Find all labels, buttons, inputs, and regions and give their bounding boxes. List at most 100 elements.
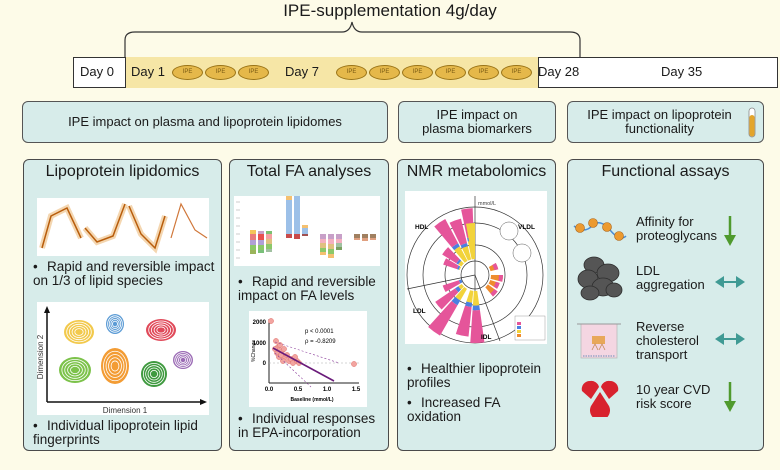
nmr-wedge: [455, 286, 461, 293]
transwell-icon: [577, 323, 621, 359]
ci-lower-line: [274, 352, 312, 388]
fingerprint-icon: [64, 320, 94, 344]
ytick: 0: [263, 361, 267, 367]
nmr-wedge: [472, 305, 480, 311]
fingerprint-icon: [59, 357, 91, 383]
nmr-wedge: [455, 305, 472, 337]
fa-bar-segment: [266, 244, 272, 249]
fa-bar-segment: [336, 234, 342, 239]
fa-bar-segment: [336, 243, 342, 247]
fa-bar-segment: [302, 234, 308, 236]
ci-upper-line: [274, 341, 340, 364]
ipe-capsule-icon: IPE: [172, 65, 203, 80]
ipe-capsule-icon: IPE: [468, 65, 499, 80]
ipe-capsule-icon: IPE: [336, 65, 367, 80]
nmr-wedge: [442, 280, 461, 292]
hdl-label: HDL: [415, 224, 428, 231]
assay-label: LDL aggregation: [636, 263, 705, 292]
bullet-nmr-2: •Increased FA oxidation: [407, 395, 500, 424]
arrow-bidirectional-icon: [715, 333, 745, 345]
section-functionality: IPE impact on lipoprotein functionality: [567, 101, 764, 143]
fa-bar-segment: [362, 234, 368, 238]
nmr-wedge: [465, 223, 475, 260]
test-tube-icon: [748, 107, 756, 138]
fa-bar-segment: [336, 239, 342, 243]
proteoglycan-icon: [573, 218, 627, 241]
ytick: 1000: [253, 341, 267, 347]
fa-bar-segment: [286, 234, 292, 238]
dimension-2-label: Dimension 2: [37, 334, 45, 379]
xtick: 1.0: [323, 387, 332, 393]
arrow-down-icon: [724, 216, 736, 246]
fa-bar-segment: [294, 196, 300, 234]
nmr-wedge: [454, 246, 468, 263]
bullet-fa-1: •Rapid and reversible impact on FA level…: [238, 274, 376, 303]
assay-label: Affinity for proteoglycans: [636, 214, 717, 243]
fa-bar-segment: [328, 234, 334, 239]
ipe-capsule-icon: IPE: [435, 65, 466, 80]
nmr-wedge: [490, 289, 498, 297]
epa-scatter-plot: 0 1000 2000 0.0 0.5 1.0 1.5 Baseline (mm…: [249, 311, 367, 407]
ipe-capsule-icon: IPE: [205, 65, 236, 80]
idl-label: IDL: [481, 334, 492, 341]
xtick: 1.5: [352, 387, 361, 393]
fingerprint-icon: [146, 319, 176, 341]
ipe-capsule-icon: IPE: [238, 65, 269, 80]
bullet-lipidomics-2: •Individual lipoprotein lipid fingerprin…: [33, 418, 198, 447]
nmr-wedge: [442, 247, 460, 264]
lipid-cluster-trend-chart: [37, 198, 209, 256]
bullet-fa-2: •Individual responses in EPA-incorporati…: [238, 411, 376, 440]
nmr-wedge: [456, 259, 462, 265]
panel-title: Lipoprotein lipidomics: [45, 163, 200, 180]
section-biomarkers: IPE impact on plasma biomarkers: [398, 101, 556, 143]
day-28-label: Day 28: [538, 64, 580, 79]
nmr-wedge: [472, 290, 480, 306]
fa-bar-segment: [250, 234, 256, 240]
cluster-2: [82, 202, 128, 246]
nmr-wedge: [451, 296, 461, 306]
fa-bar-segment: [266, 234, 272, 239]
fa-bar-segment: [370, 238, 376, 240]
fa-bar-segment: [370, 234, 376, 238]
scatter-ylabel: %Change: [251, 340, 257, 362]
fa-bar-segment: [258, 231, 264, 234]
fa-stacked-bar-chart: [234, 196, 380, 266]
dimension-1-label: Dimension 1: [103, 406, 148, 415]
nmr-wedge: [449, 218, 468, 246]
brace-bracket: [124, 21, 581, 58]
fa-bar-segment: [286, 196, 292, 200]
nmr-wedge: [470, 310, 485, 343]
fa-bar-segment: [250, 240, 256, 245]
fa-bar-segment: [258, 250, 264, 253]
fa-bar-segment: [320, 234, 326, 239]
fingerprint-icon: [173, 351, 193, 369]
arrow-down-icon: [724, 382, 736, 412]
heart-blood-icon: [581, 380, 619, 417]
section-functionality-label: IPE impact on lipoprotein functionality: [587, 107, 732, 136]
ipe-capsule-icon: IPE: [402, 65, 433, 80]
bullet-nmr-1: •Healthier lipoprotein profiles: [407, 361, 542, 390]
fa-bar-segment: [250, 230, 256, 234]
fa-bar-segment: [302, 228, 308, 234]
unit-label: mmol/L: [478, 201, 496, 207]
xtick: 0.5: [294, 387, 303, 393]
fa-bar-segment: [328, 244, 334, 249]
section-biomarkers-label: IPE impact on plasma biomarkers: [422, 107, 532, 136]
scatter-point: [351, 361, 357, 367]
fa-bar-segment: [354, 234, 360, 238]
ldl-aggregate-icon: [577, 256, 623, 301]
ipe-capsule-icon: IPE: [501, 65, 532, 80]
cluster-3: [126, 204, 168, 254]
nmr-wedge: [458, 266, 462, 271]
cluster-1: [39, 203, 84, 249]
fa-bar-segment: [286, 200, 292, 234]
fa-bar-segment: [250, 250, 256, 254]
scatter-point: [273, 338, 279, 344]
nmr-wedge: [458, 279, 463, 284]
day-0-label: Day 0: [80, 64, 114, 79]
fa-bar-segment: [320, 243, 326, 248]
nmr-wedge: [456, 265, 461, 270]
fa-bar-segment: [354, 238, 360, 240]
day-7-label: Day 7: [285, 64, 319, 79]
panel-title: Functional assays: [601, 163, 730, 180]
